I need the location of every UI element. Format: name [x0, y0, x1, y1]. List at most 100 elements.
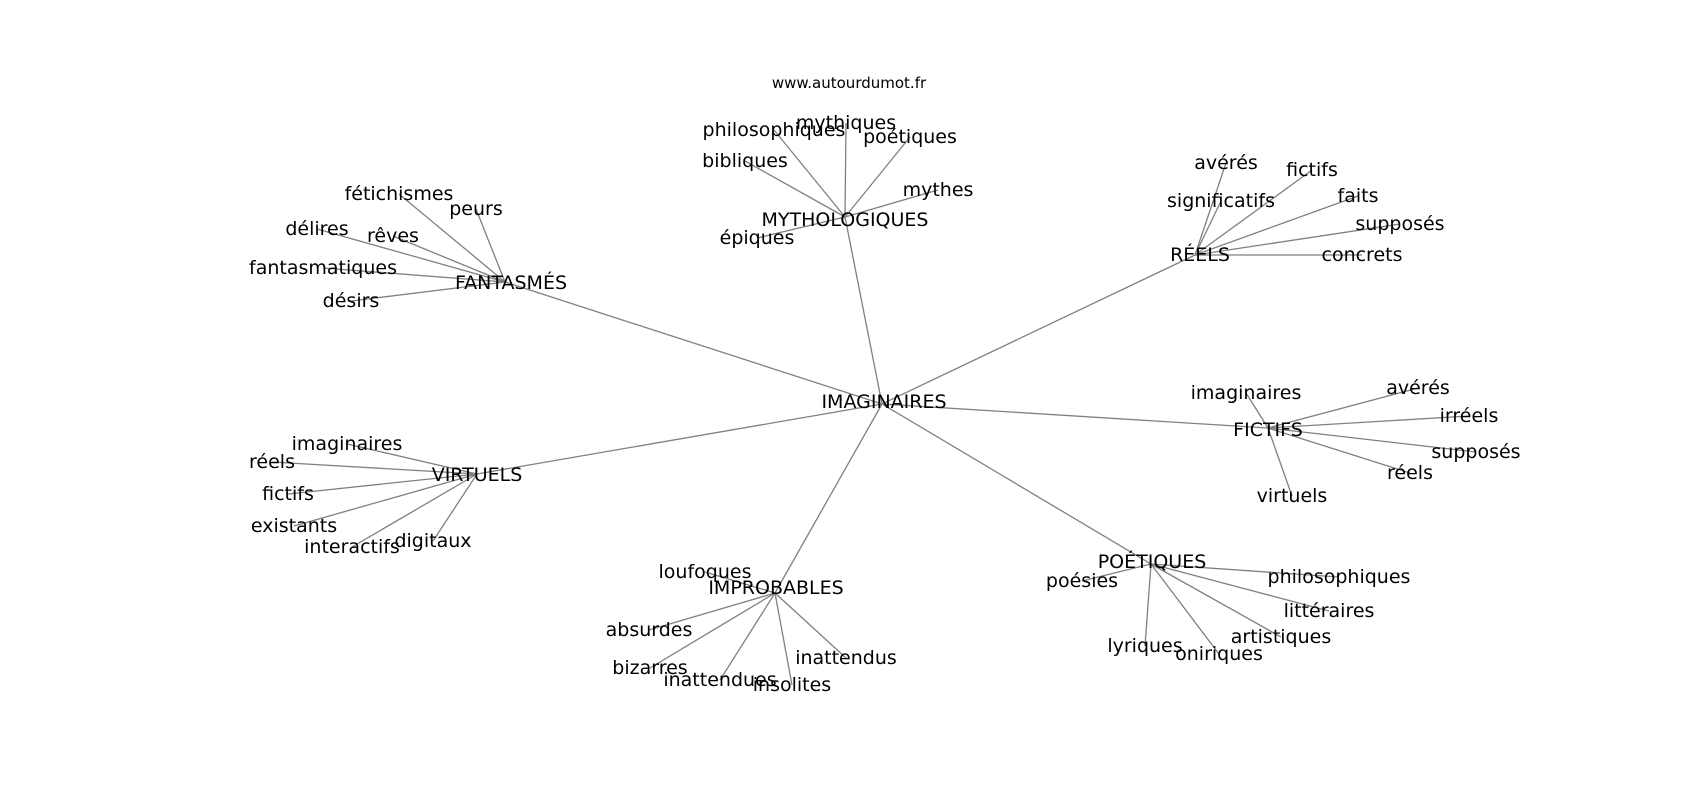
leaf-node-label: faits — [1338, 185, 1379, 207]
edge-root-fantasmes — [504, 281, 883, 405]
edge-fictifs-leaf — [1267, 387, 1419, 429]
edge-improbables-leaf — [648, 592, 776, 631]
edge-fictifs-leaf — [1267, 427, 1477, 453]
cluster-node-label: VIRTUELS — [432, 464, 523, 486]
edge-virtuels-leaf — [271, 461, 478, 475]
edge-root-virtuels — [476, 403, 883, 475]
leaf-node-label: bizarres — [612, 657, 687, 679]
leaf-node-label: absurdes — [606, 619, 693, 641]
leaf-node-label: inattendues — [663, 669, 776, 691]
edge-virtuels-leaf — [351, 473, 478, 548]
edge-fictifs-leaf — [1267, 427, 1293, 497]
edge-poetiques-leaf — [1081, 563, 1152, 582]
root-node-label: IMAGINAIRES — [821, 391, 946, 413]
edge-root-improbables — [774, 403, 883, 594]
leaf-node-label: supposés — [1431, 441, 1520, 463]
edge-reels-leaf — [1194, 200, 1222, 256]
leaf-node-label: inattendus — [795, 647, 897, 669]
leaf-node-label: réels — [1387, 462, 1433, 484]
source-label: www.autourdumot.fr — [772, 74, 927, 92]
edge-root-reels — [881, 254, 1196, 405]
edge-fictifs-leaf — [1245, 392, 1269, 429]
leaf-node-label: fictifs — [262, 483, 314, 505]
leaf-node-label: peurs — [449, 198, 503, 220]
leaf-node-label: lyriques — [1107, 635, 1182, 657]
leaf-node-label: philosophiques — [703, 119, 846, 141]
leaf-node-label: existants — [251, 515, 337, 537]
leaf-node-label: fétichismes — [345, 183, 454, 205]
leaf-node-label: digitaux — [394, 530, 471, 552]
leaf-node-label: concrets — [1322, 244, 1403, 266]
leaf-node-label: poésies — [1046, 570, 1118, 592]
edge-reels-leaf — [1194, 162, 1227, 256]
edge-fantasmes-leaf — [398, 193, 506, 283]
cluster-node-label: POÉTIQUES — [1098, 550, 1207, 573]
leaf-node-label: irréels — [1440, 405, 1499, 427]
edge-mythologiques-leaf — [744, 160, 846, 218]
leaf-node-label: interactifs — [304, 536, 400, 558]
edge-fantasmes-leaf — [322, 267, 506, 283]
leaf-node-label: fictifs — [1286, 159, 1338, 181]
edge-poetiques-leaf — [1150, 563, 1330, 612]
edge-mythologiques-leaf — [844, 122, 847, 218]
edge-improbables-leaf — [774, 592, 847, 659]
edge-poetiques-leaf — [1150, 563, 1340, 578]
edge-mythologiques-leaf — [844, 136, 911, 218]
edge-fictifs-leaf — [1267, 427, 1411, 474]
cluster-node-label: FANTASMÉS — [455, 271, 567, 294]
leaf-node-label: avérés — [1194, 152, 1258, 174]
graph-edges — [271, 122, 1477, 686]
edge-mythologiques-leaf — [844, 189, 939, 218]
leaf-node-label: artistiques — [1231, 626, 1332, 648]
leaf-node-label: imaginaires — [292, 433, 403, 455]
edge-fantasmes-leaf — [350, 281, 506, 302]
edge-virtuels-leaf — [432, 473, 478, 542]
edge-improbables-leaf — [704, 571, 776, 594]
leaf-node-label: rêves — [367, 225, 419, 247]
leaf-node-label: loufoques — [659, 561, 752, 583]
edge-reels-leaf — [1194, 169, 1313, 256]
edge-poetiques-leaf — [1150, 563, 1282, 638]
leaf-node-label: significatifs — [1167, 190, 1275, 212]
leaf-node-label: oniriques — [1175, 643, 1263, 665]
edge-fantasmes-leaf — [316, 228, 506, 283]
leaf-node-label: supposés — [1355, 213, 1444, 235]
edge-poetiques-leaf — [1150, 563, 1220, 655]
leaf-node-label: virtuels — [1257, 485, 1328, 507]
edge-virtuels-leaf — [293, 473, 478, 527]
edge-improbables-leaf — [774, 592, 793, 686]
edge-improbables-leaf — [649, 592, 776, 669]
graph-labels: IMAGINAIRESMYTHOLOGIQUESphilosophiquesmy… — [249, 112, 1521, 696]
leaf-node-label: philosophiques — [1268, 566, 1411, 588]
edge-root-fictifs — [881, 403, 1269, 429]
edge-fantasmes-leaf — [475, 208, 506, 283]
cluster-node-label: MYTHOLOGIQUES — [762, 209, 929, 231]
edge-poetiques-leaf — [1144, 563, 1152, 647]
edge-root-mythologiques — [844, 216, 883, 405]
leaf-node-label: fantasmatiques — [249, 257, 397, 279]
cluster-node-label: IMPROBABLES — [708, 577, 843, 599]
edge-improbables-leaf — [719, 592, 776, 681]
edge-mythologiques-leaf — [773, 129, 846, 218]
leaf-node-label: imaginaires — [1191, 382, 1302, 404]
leaf-node-label: mythiques — [796, 112, 896, 134]
leaf-node-label: insolites — [753, 674, 831, 696]
edge-fictifs-leaf — [1267, 415, 1470, 429]
leaf-node-label: bibliques — [702, 150, 788, 172]
leaf-node-label: délires — [285, 218, 348, 240]
edge-fantasmes-leaf — [392, 235, 506, 283]
edge-virtuels-leaf — [346, 443, 478, 475]
leaf-node-label: épiques — [720, 227, 795, 249]
leaf-node-label: réels — [249, 451, 295, 473]
edge-root-poetiques — [881, 403, 1152, 565]
leaf-node-label: mythes — [903, 179, 974, 201]
edge-reels-leaf — [1194, 223, 1401, 256]
leaf-node-label: avérés — [1386, 377, 1450, 399]
cluster-node-label: FICTIFS — [1233, 419, 1303, 441]
edge-virtuels-leaf — [287, 473, 478, 495]
cluster-node-label: RÉELS — [1170, 243, 1230, 266]
leaf-node-label: littéraires — [1284, 600, 1375, 622]
leaf-node-label: poétiques — [863, 126, 957, 148]
edge-reels-leaf — [1194, 195, 1359, 256]
